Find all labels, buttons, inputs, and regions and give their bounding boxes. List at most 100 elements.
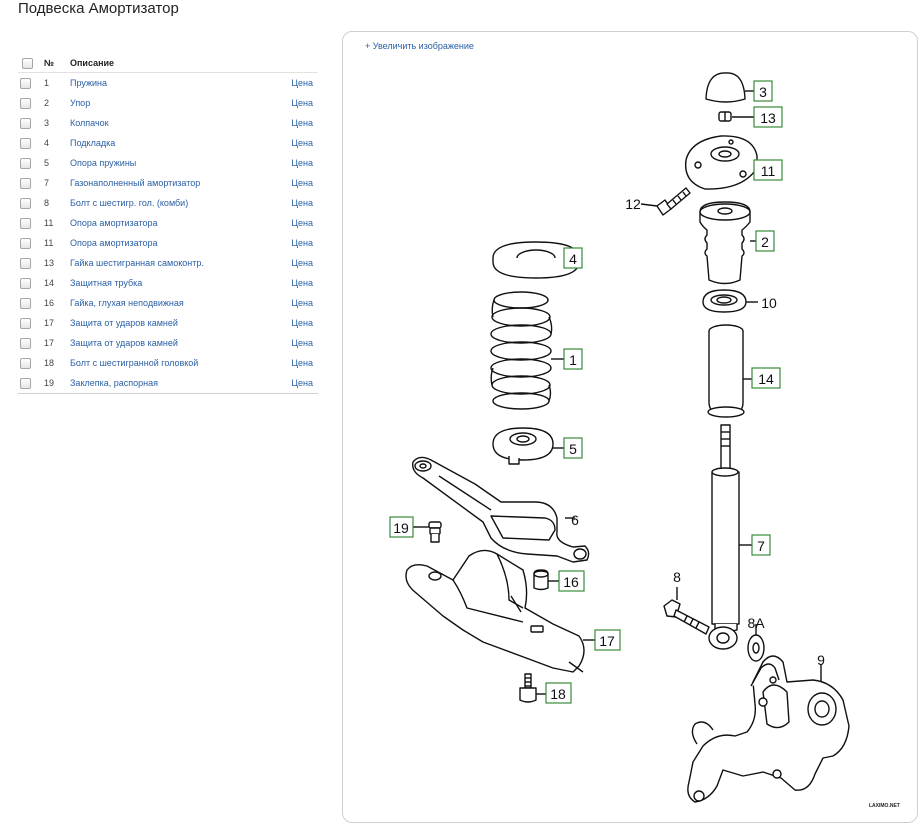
price-link[interactable]: Цена <box>291 318 313 328</box>
price-link[interactable]: Цена <box>291 258 313 268</box>
row-checkbox[interactable] <box>18 233 44 253</box>
price-link[interactable]: Цена <box>291 98 313 108</box>
row-checkbox[interactable] <box>18 213 44 233</box>
callout-10: 10 <box>761 295 777 311</box>
row-checkbox[interactable] <box>18 193 44 213</box>
table-row: 14 Защитная трубка Цена <box>18 273 318 293</box>
spring-seat-part[interactable] <box>492 427 564 465</box>
price-link[interactable]: Цена <box>291 178 313 188</box>
callout-box-5[interactable] <box>563 437 583 459</box>
callout-box-17[interactable] <box>594 629 621 651</box>
part-description-link[interactable]: Подкладка <box>70 138 116 148</box>
nut-part[interactable] <box>718 111 754 122</box>
zoom-image-link[interactable]: + Увеличить изображение <box>365 41 474 51</box>
callout-8: 8 <box>673 569 681 585</box>
bump-stop-part[interactable] <box>699 201 756 285</box>
price-link[interactable]: Цена <box>291 78 313 88</box>
callout-box-7[interactable] <box>751 534 771 556</box>
part-description-link[interactable]: Пружина <box>70 78 107 88</box>
part-description-link[interactable]: Защита от ударов камней <box>70 338 178 348</box>
control-arm-part[interactable] <box>412 456 590 563</box>
row-checkbox[interactable] <box>18 313 44 333</box>
part-number: 14 <box>44 278 55 288</box>
part-description-link[interactable]: Опора пружины <box>70 158 137 168</box>
washer-8a-part[interactable] <box>747 624 765 662</box>
price-link[interactable]: Цена <box>291 238 313 248</box>
row-checkbox[interactable] <box>18 173 44 193</box>
select-all-checkbox[interactable] <box>18 54 44 73</box>
row-checkbox[interactable] <box>18 153 44 173</box>
row-checkbox[interactable] <box>18 73 44 94</box>
part-description-link[interactable]: Колпачок <box>70 118 109 128</box>
cap-nut-part[interactable] <box>533 569 559 591</box>
row-checkbox[interactable] <box>18 253 44 273</box>
bolt-18-part[interactable] <box>519 673 546 703</box>
callout-19: 19 <box>393 520 409 536</box>
callout-box-2[interactable] <box>755 230 775 252</box>
row-checkbox[interactable] <box>18 113 44 133</box>
callout-box-13[interactable] <box>753 106 783 128</box>
rivet-19-part[interactable] <box>413 521 442 543</box>
part-description-link[interactable]: Газонаполненный амортизатор <box>70 178 201 188</box>
part-description-link[interactable]: Болт с шестигранной головкой <box>70 358 199 368</box>
price-link[interactable]: Цена <box>291 198 313 208</box>
part-description-link[interactable]: Заклепка, распорная <box>70 378 158 388</box>
table-header-row: № Описание <box>18 54 318 73</box>
row-checkbox[interactable] <box>18 133 44 153</box>
callout-1: 1 <box>569 352 577 368</box>
part-description-link[interactable]: Упор <box>70 98 91 108</box>
bearing-part[interactable] <box>702 289 758 313</box>
callout-18: 18 <box>550 686 566 702</box>
part-description-link[interactable]: Болт с шестигр. гол. (комби) <box>70 198 189 208</box>
part-description-link[interactable]: Защита от ударов камней <box>70 318 178 328</box>
spring-pad-part[interactable] <box>492 241 580 279</box>
cap-part[interactable] <box>705 72 754 103</box>
part-description-link[interactable]: Опора амортизатора <box>70 218 158 228</box>
callout-box-16[interactable] <box>558 570 585 592</box>
part-description-link[interactable]: Гайка шестигранная самоконтр. <box>70 258 204 268</box>
callout-5: 5 <box>569 441 577 457</box>
callout-box-18[interactable] <box>545 682 572 704</box>
strut-mount-part[interactable] <box>684 135 758 190</box>
protective-tube-part[interactable] <box>707 324 752 418</box>
part-description-link[interactable]: Опора амортизатора <box>70 238 158 248</box>
callout-box-4[interactable] <box>563 247 583 269</box>
callout-box-19[interactable] <box>389 516 414 538</box>
bolt-8-part[interactable] <box>663 587 710 635</box>
price-link[interactable]: Цена <box>291 138 313 148</box>
price-link[interactable]: Цена <box>291 158 313 168</box>
price-link[interactable]: Цена <box>291 358 313 368</box>
row-checkbox[interactable] <box>18 373 44 394</box>
callout-box-1[interactable] <box>563 348 583 370</box>
bolt-12-part[interactable] <box>640 187 691 216</box>
stone-guard-part[interactable] <box>405 549 595 673</box>
part-description-link[interactable]: Защитная трубка <box>70 278 143 288</box>
callout-box-3[interactable] <box>753 80 773 102</box>
wheel-knuckle-part[interactable] <box>687 655 850 803</box>
callout-2: 2 <box>761 234 769 250</box>
callout-box-14[interactable] <box>751 367 781 389</box>
suspension-exploded-diagram: 3 13 11 12 2 4 10 1 14 5 6 19 7 16 8 8A … <box>389 72 900 809</box>
price-link[interactable]: Цена <box>291 338 313 348</box>
price-link[interactable]: Цена <box>291 118 313 128</box>
coil-spring-part[interactable] <box>490 291 564 410</box>
row-checkbox[interactable] <box>18 293 44 313</box>
row-checkbox[interactable] <box>18 273 44 293</box>
row-checkbox[interactable] <box>18 353 44 373</box>
price-link[interactable]: Цена <box>291 298 313 308</box>
price-link[interactable]: Цена <box>291 218 313 228</box>
row-checkbox[interactable] <box>18 93 44 113</box>
price-link[interactable]: Цена <box>291 378 313 388</box>
callout-box-11[interactable] <box>753 159 783 181</box>
shock-absorber-part[interactable] <box>708 424 752 650</box>
price-link[interactable]: Цена <box>291 278 313 288</box>
part-description-link[interactable]: Гайка, глухая неподвижная <box>70 298 184 308</box>
header-description: Описание <box>70 54 273 73</box>
row-checkbox[interactable] <box>18 333 44 353</box>
callout-17: 17 <box>599 633 615 649</box>
